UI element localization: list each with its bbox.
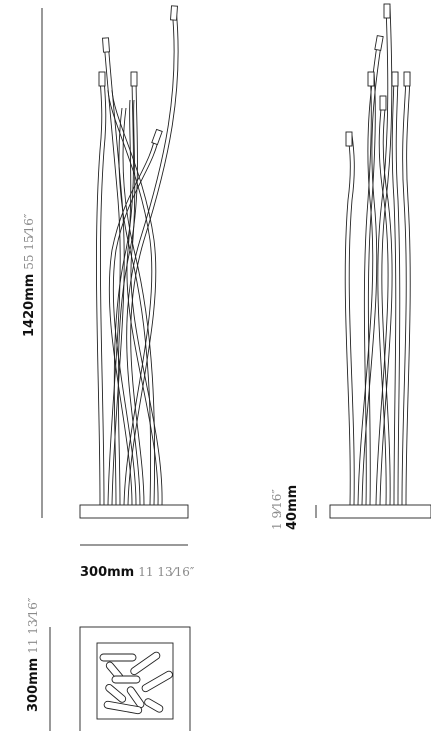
side-view bbox=[329, 3, 431, 519]
base-height-metric: 40mm bbox=[285, 484, 300, 530]
front-view bbox=[79, 5, 189, 519]
base-height-imperial: 1 9⁄16″ bbox=[270, 489, 284, 530]
height-imperial: 55 15⁄16″ bbox=[22, 213, 36, 270]
depth-dimension-label: 300mm 11 13⁄16″ bbox=[22, 598, 41, 712]
base-height-dimension-label: 1 9⁄16″ 40mm bbox=[270, 485, 300, 530]
depth-imperial: 11 13⁄16″ bbox=[26, 597, 40, 654]
width-imperial: 11 13⁄16″ bbox=[138, 565, 195, 579]
depth-metric: 300mm bbox=[26, 657, 41, 712]
side-view-base bbox=[329, 504, 431, 519]
width-metric: 300mm bbox=[80, 565, 135, 580]
front-view-base bbox=[79, 504, 189, 519]
height-metric: 1420mm bbox=[22, 273, 37, 337]
top-view bbox=[79, 626, 191, 731]
height-dimension-label: 1420mm 55 15⁄16″ bbox=[18, 214, 37, 337]
